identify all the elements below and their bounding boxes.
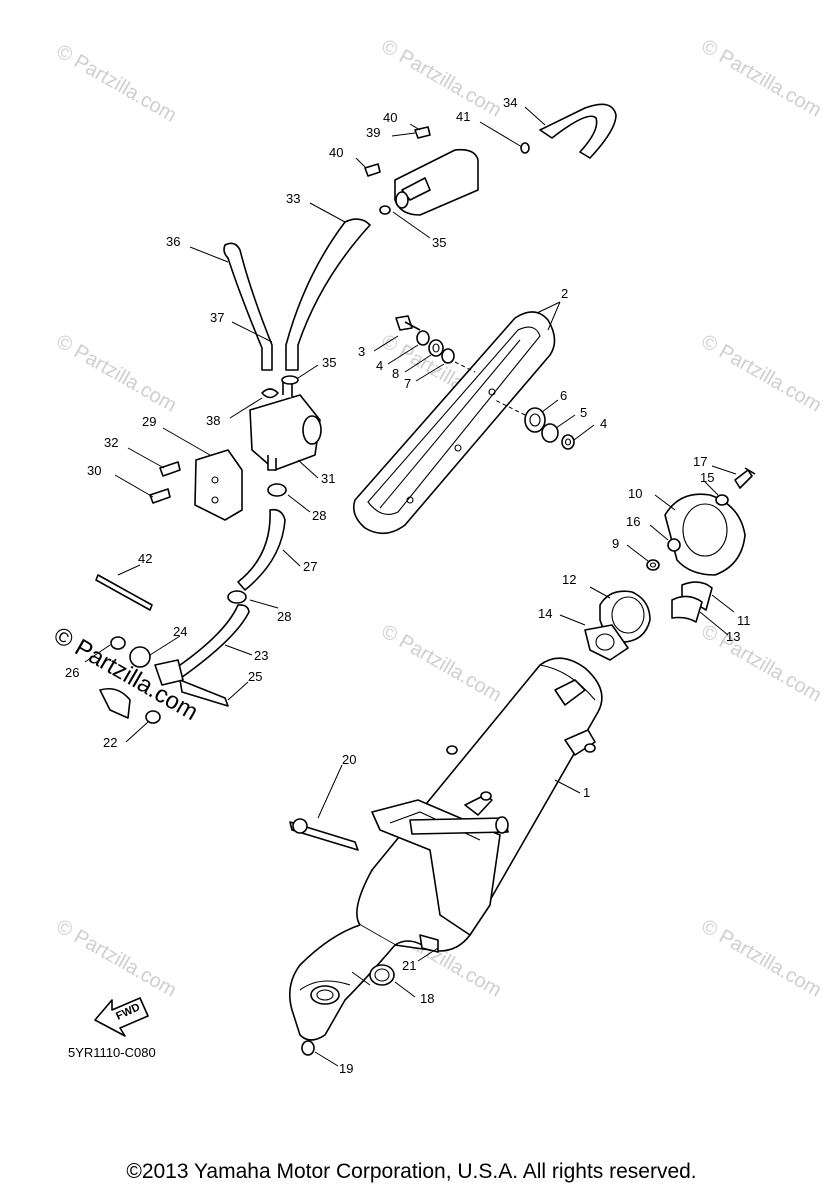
leader-lines (84, 106, 737, 1067)
callout-18: 18 (420, 991, 434, 1006)
callout-15: 15 (700, 470, 714, 485)
callout-40: 40 (329, 145, 343, 160)
callout-13: 13 (726, 629, 740, 644)
callout-8: 8 (392, 366, 399, 381)
callout-9: 9 (612, 536, 619, 551)
callout-39: 39 (366, 125, 380, 140)
watermark: © Partzilla.com (378, 35, 506, 121)
muffler (289, 657, 603, 1041)
callout-14: 14 (538, 606, 552, 621)
copyright-notice: ©2013 Yamaha Motor Corporation, U.S.A. A… (126, 1160, 697, 1183)
callout-25: 25 (248, 669, 262, 684)
callout-2: 2 (561, 286, 568, 301)
callout-33: 33 (286, 191, 300, 206)
callout-4: 4 (376, 358, 383, 373)
lower-fasteners (95, 483, 439, 1056)
callout-5: 5 (580, 405, 587, 420)
callout-3: 3 (358, 344, 365, 359)
callout-6: 6 (560, 388, 567, 403)
watermark: © Partzilla.com (53, 915, 181, 1001)
callout-27: 27 (303, 559, 317, 574)
callout-7: 7 (404, 376, 411, 391)
callout-31: 31 (321, 471, 335, 486)
watermark: © Partzilla.com (53, 40, 181, 126)
callout-38: 38 (206, 413, 220, 428)
callout-34: 34 (503, 95, 517, 110)
watermark: © Partzilla.com (698, 620, 823, 706)
callout-17: 17 (693, 454, 707, 469)
callout-26: 26 (65, 665, 79, 680)
diagram-code: 5YR1110-C080 (68, 1045, 156, 1060)
watermark: © Partzilla.com (378, 620, 506, 706)
callout-12: 12 (562, 572, 576, 587)
watermark: © Partzilla.com (698, 915, 823, 1001)
hoses (169, 103, 617, 681)
callout-11: 11 (737, 613, 751, 628)
fwd-arrow-icon: FWD (94, 997, 149, 1037)
callout-30: 30 (87, 463, 101, 478)
callout-37: 37 (210, 310, 224, 325)
callout-20: 20 (342, 752, 356, 767)
callout-28: 28 (277, 609, 291, 624)
callout-24: 24 (173, 624, 187, 639)
cover-fasteners (395, 315, 575, 450)
callout-40: 40 (383, 110, 397, 125)
callout-35: 35 (322, 355, 336, 370)
callout-4: 4 (600, 416, 607, 431)
callout-41: 41 (456, 109, 470, 124)
watermark: © Partzilla.com (53, 330, 181, 416)
end-cap (646, 467, 756, 576)
callout-22: 22 (103, 735, 117, 750)
callout-42: 42 (138, 551, 152, 566)
callout-29: 29 (142, 414, 156, 429)
callout-labels: 1 2 3 4 4 5 6 7 8 9 10 11 12 13 14 15 16… (65, 95, 751, 1076)
watermark: © Partzilla.com (698, 330, 823, 416)
callout-19: 19 (339, 1061, 353, 1076)
callout-1: 1 (583, 785, 590, 800)
callout-21: 21 (402, 958, 416, 973)
callout-28: 28 (312, 508, 326, 523)
watermark: © Partzilla.com (698, 35, 823, 121)
diffuser-parts (584, 581, 713, 661)
callout-23: 23 (254, 648, 268, 663)
callout-36: 36 (166, 234, 180, 249)
callout-10: 10 (628, 486, 642, 501)
callout-35: 35 (432, 235, 446, 250)
callout-32: 32 (104, 435, 118, 450)
callout-16: 16 (626, 514, 640, 529)
heat-shield (352, 311, 556, 535)
diagram-canvas: © Partzilla.com © Partzilla.com © Partzi… (49, 35, 823, 1076)
air-valve (149, 379, 322, 521)
